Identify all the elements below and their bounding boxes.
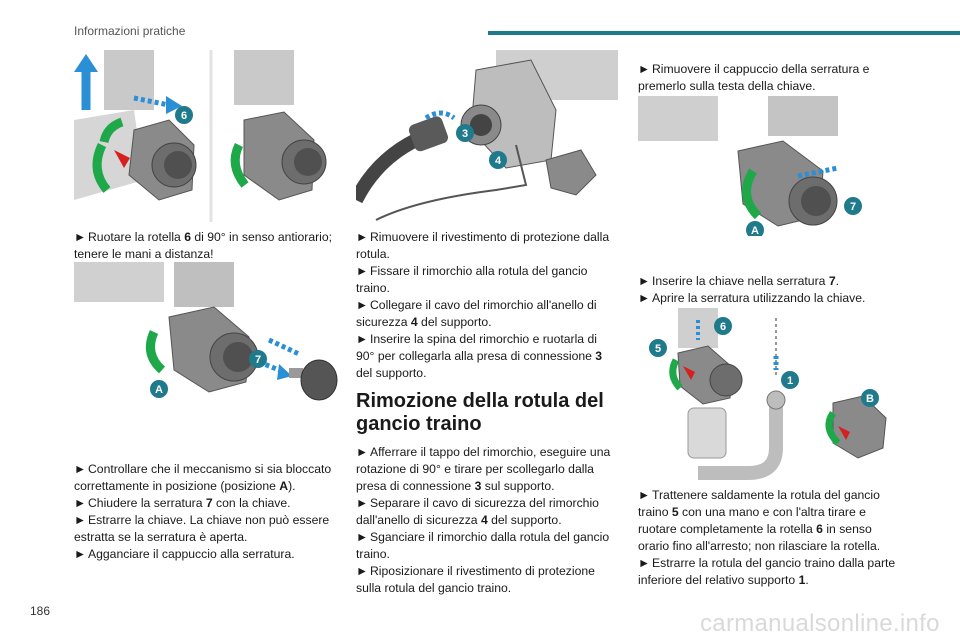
figure-label-B: B: [866, 393, 874, 405]
section-title: Informazioni pratiche: [74, 24, 186, 38]
figure-label-5: 5: [655, 343, 661, 355]
figure-label-7: 7: [255, 354, 261, 366]
figure-label-6: 6: [181, 110, 187, 122]
figure-label-3: 3: [462, 128, 468, 140]
column-1-text: ►Ruotare la rotella 6 di 90° in senso an…: [74, 229, 346, 263]
figure-remove-tow-ball: 5 6 1 B: [638, 308, 890, 484]
instruction: ►Collegare il cavo del rimorchio all'ane…: [356, 298, 597, 329]
figure-label-7: 7: [850, 201, 856, 213]
figure-label-6: 6: [720, 321, 726, 333]
instruction: ►Chiudere la serratura 7 con la chiave.: [74, 496, 291, 510]
instruction: ►Separare il cavo di sicurezza del rimor…: [356, 496, 599, 527]
instruction: ►Riposizionare il rivestimento di protez…: [356, 564, 595, 595]
page-number: 186: [30, 604, 51, 618]
instruction: ►Estrarre la rotula del gancio traino da…: [638, 556, 896, 587]
instruction: ►Rimuovere il cappuccio della serratura …: [638, 62, 870, 93]
figure-label-1: 1: [787, 375, 793, 387]
instruction: ►Rimuovere il rivestimento di protezione…: [356, 230, 610, 261]
instruction: ►Fissare il rimorchio alla rotula del ga…: [356, 264, 588, 295]
instruction: ►Agganciare il cappuccio alla serratura.: [74, 547, 295, 561]
column-3-text-bottom: ►Trattenere saldamente la rotula del gan…: [638, 487, 900, 589]
figure-label-A: A: [751, 225, 759, 236]
figure-label-A: A: [155, 384, 163, 396]
figure-label-4: 4: [495, 155, 502, 167]
instruction: ►Inserire la spina del rimorchio e ruota…: [356, 332, 603, 380]
instruction: ►Controllare che il meccanismo si sia bl…: [74, 462, 332, 493]
instruction: ►Trattenere saldamente la rotula del gan…: [638, 488, 881, 553]
instruction: ►Estrarre la chiave. La chiave non può e…: [74, 513, 330, 544]
column-3-text-mid: ►Inserire la chiave nella serratura 7. ►…: [638, 273, 900, 307]
section-heading: Rimozione della rotula del gancio traino: [356, 390, 604, 435]
column-3-text-top: ►Rimuovere il cappuccio della serratura …: [638, 61, 900, 95]
figure-insert-key: 7 A: [638, 96, 870, 236]
figure-lock-cap: 7 A: [74, 262, 342, 404]
column-2-text: ►Rimuovere il rivestimento di protezione…: [356, 229, 618, 597]
figure-trailer-plug: 3 4: [356, 50, 618, 226]
instruction: ►Ruotare la rotella 6 di 90° in senso an…: [74, 230, 333, 261]
instruction: ►Afferrare il tappo del rimorchio, esegu…: [356, 445, 611, 493]
instruction: ►Inserire la chiave nella serratura 7.: [638, 274, 839, 288]
figure-rotate-knob: 6: [74, 50, 342, 222]
instruction: ►Aprire la serratura utilizzando la chia…: [638, 291, 866, 305]
column-1-text-lower: ►Controllare che il meccanismo si sia bl…: [74, 461, 346, 563]
watermark: carmanualsonline.info: [700, 610, 940, 637]
instruction: ►Sganciare il rimorchio dalla rotula del…: [356, 530, 610, 561]
header-accent-bar: [488, 31, 960, 35]
